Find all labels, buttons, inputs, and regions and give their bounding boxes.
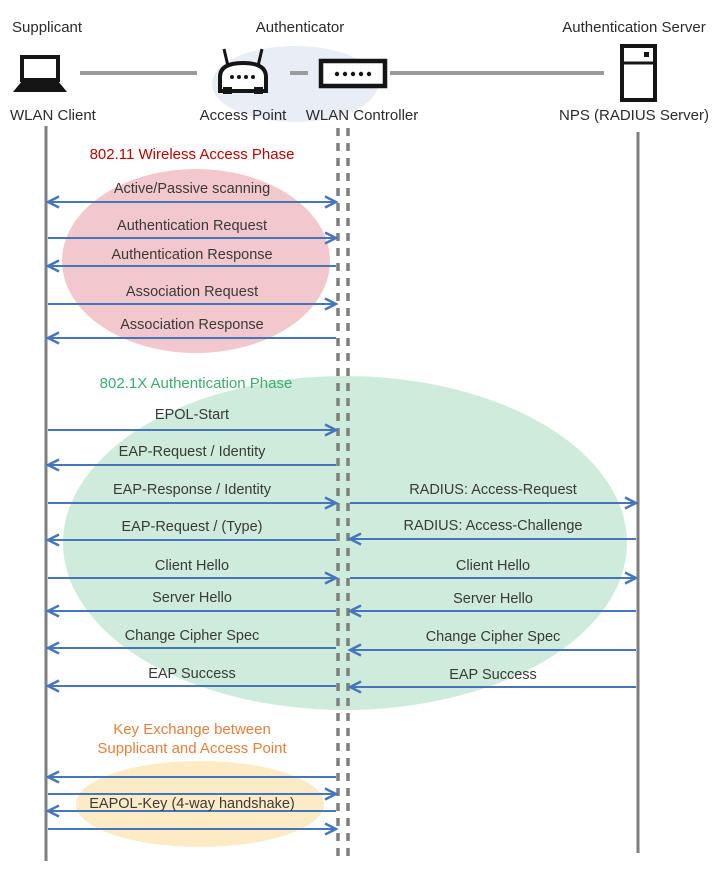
client-controller-message-arrow-13 [45, 770, 336, 784]
client-controller-message-arrow-0 [45, 195, 339, 209]
client-controller-message-arrow-5 [48, 423, 339, 437]
wlan-controller-icon [318, 58, 388, 89]
dot1x-authentication-phase-ellipse [63, 376, 627, 710]
access-point-icon [218, 48, 268, 94]
client-controller-message-arrow-1 [48, 231, 339, 245]
client-controller-message-arrow-4 [45, 331, 336, 345]
controller-server-message-arrow-3 [347, 604, 636, 618]
key-exchange-phase-ellipse [76, 761, 324, 847]
controller-server-message-arrow-1 [347, 532, 636, 546]
client-controller-message-arrow-16 [48, 822, 339, 836]
client-controller-message-arrow-12 [45, 679, 336, 693]
laptop-icon [13, 55, 67, 92]
client-controller-message-arrow-6 [45, 458, 336, 472]
client-controller-message-arrow-3 [48, 297, 339, 311]
client-controller-message-arrow-11 [45, 641, 336, 655]
client-controller-message-arrow-7 [48, 496, 339, 510]
controller-server-message-arrow-0 [350, 496, 639, 510]
client-controller-message-arrow-8 [45, 533, 336, 547]
wireless-access-phase-ellipse [62, 169, 330, 353]
controller-server-message-arrow-2 [350, 571, 639, 585]
client-controller-message-arrow-10 [45, 604, 336, 618]
client-controller-message-arrow-14 [48, 787, 339, 801]
client-controller-message-arrow-2 [45, 259, 336, 273]
controller-server-message-arrow-5 [347, 680, 636, 694]
controller-server-message-arrow-4 [347, 643, 636, 657]
client-controller-message-arrow-15 [45, 804, 336, 818]
server-icon [620, 44, 657, 102]
client-controller-message-arrow-9 [48, 571, 339, 585]
